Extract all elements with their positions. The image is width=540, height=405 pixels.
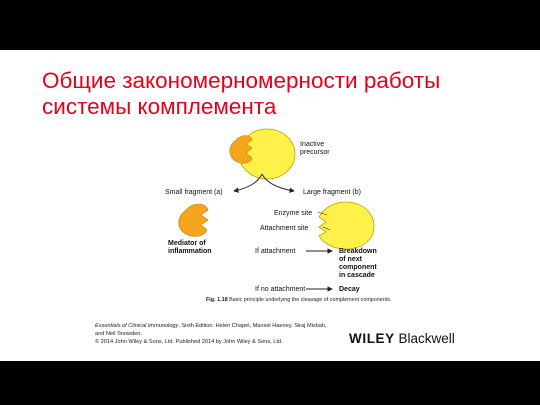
credits-line1-rest: , Sixth Edition. Helen Chapel, Mansel Ha…: [178, 323, 327, 329]
small-fragment-label: Small fragment (a): [165, 189, 223, 196]
figure-caption: Fig. 1.18 Basic principle underlying the…: [206, 297, 406, 304]
decay-label: Decay: [339, 286, 360, 293]
mediator-label-line1: Mediator of: [168, 240, 206, 247]
slide-title: Общие закономерномерности работы системы…: [42, 68, 522, 120]
blackwell-wordmark: Blackwell: [398, 331, 455, 346]
figure-caption-text: Basic principle underlying the cleavage …: [229, 297, 392, 303]
credits-book-title: Essentials of Clinical Immunology: [95, 323, 179, 329]
attachment-site-pointer: [322, 226, 331, 231]
if-attachment-label: If attachment: [255, 248, 296, 255]
wiley-blackwell-logo: WILEY Blackwell: [349, 331, 455, 346]
figure-caption-label: Fig. 1.18: [206, 297, 228, 303]
attachment-site-label: Attachment site: [260, 225, 308, 232]
enzyme-site-label: Enzyme site: [274, 210, 312, 217]
breakdown-label-line1: Breakdown: [339, 248, 377, 255]
large-fragment-label: Large fragment (b): [303, 189, 361, 196]
inactive-precursor-label-line1: Inactive: [300, 141, 324, 148]
large-fragment-shape: [318, 201, 375, 250]
slide-title-line1: Общие закономерномерности работы: [42, 68, 441, 93]
book-credits: Essentials of Clinical Immunology, Sixth…: [95, 322, 345, 347]
slide: Общие закономерномерности работы системы…: [0, 50, 540, 361]
if-no-attachment-label: If no attachment: [255, 286, 305, 293]
credits-line3: © 2014 John Wiley & Sons, Ltd. Published…: [95, 339, 283, 346]
credits-line2: and Neil Snowden.: [95, 331, 142, 338]
inactive-precursor-label-line2: precursor: [300, 149, 330, 156]
small-fragment-shape: [178, 203, 209, 237]
wiley-wordmark: WILEY: [349, 331, 395, 346]
mediator-label-line2: inflammation: [168, 248, 212, 255]
slide-title-line2: системы комплемента: [42, 94, 277, 119]
cleavage-arrows: [233, 173, 295, 193]
inactive-precursor-shape: [229, 128, 296, 180]
breakdown-label-line3: component: [339, 264, 377, 271]
credits-line1: Essentials of Clinical Immunology, Sixth…: [95, 322, 345, 330]
enzyme-site-pointer: [317, 211, 328, 216]
breakdown-label-line2: of next: [339, 256, 363, 263]
breakdown-label-line4: in cascade: [339, 272, 375, 279]
complement-cleavage-diagram: Inactive precursor Small fragment (a) La…: [165, 128, 377, 293]
